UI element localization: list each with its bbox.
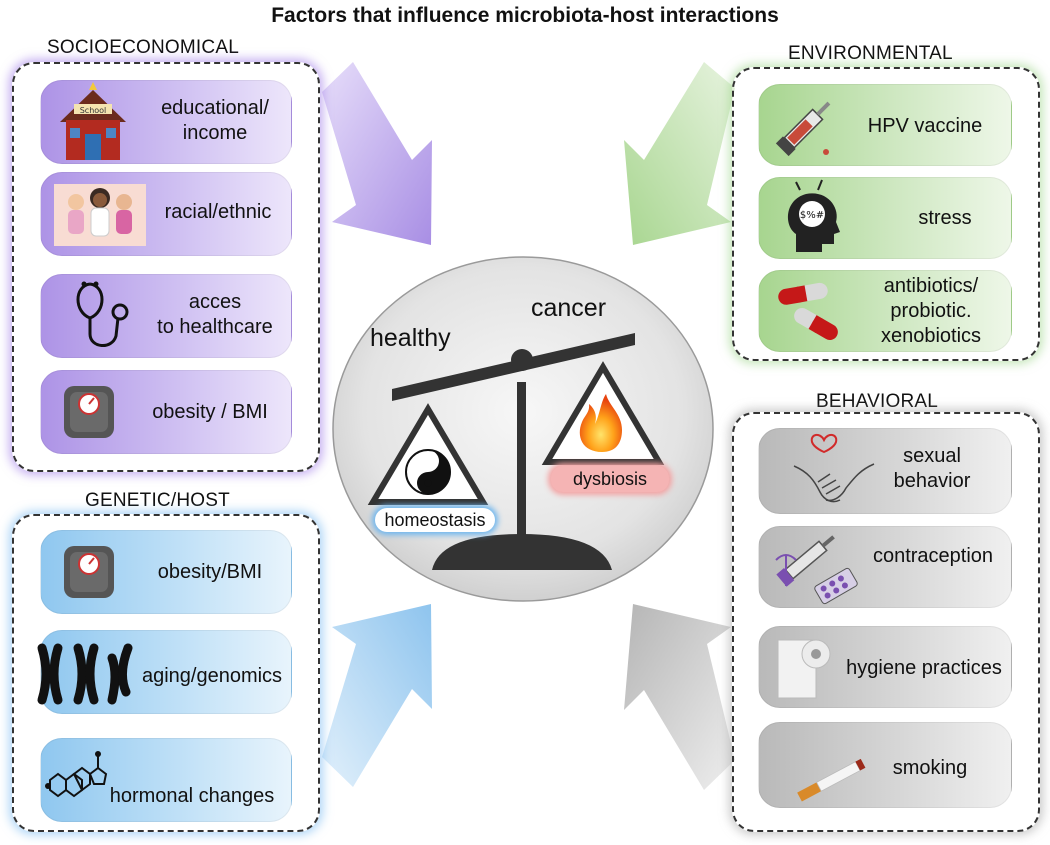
card-label-hpv-vaccine: HPV vaccine bbox=[867, 115, 983, 137]
school-icon: School bbox=[60, 82, 126, 160]
card-sexual-behavior bbox=[758, 428, 1012, 514]
card-label-aging-genomics: aging/genomics bbox=[141, 665, 283, 687]
card-label-smoking: smoking bbox=[892, 757, 968, 779]
group-socioeconomical bbox=[12, 62, 320, 472]
group-behavioral bbox=[732, 412, 1040, 832]
chromosome-icon bbox=[37, 643, 133, 705]
holding-hands-heart-icon bbox=[793, 434, 875, 503]
group-label-environmental: ENVIRONMENTAL bbox=[788, 43, 953, 64]
card-label-educational-income: educational/ income bbox=[161, 97, 269, 144]
diagram-title: Factors that influence microbiota-host i… bbox=[271, 4, 779, 27]
card-label-genetic-obesity-bmi: obesity/BMI bbox=[157, 561, 263, 583]
group-label-socioeconomical: SOCIOECONOMICAL bbox=[47, 37, 239, 58]
homeostasis-badge: homeostasis bbox=[375, 508, 495, 532]
svg-text:$%#: $%# bbox=[800, 210, 824, 221]
pills-icon bbox=[778, 282, 838, 340]
cancer-label: cancer bbox=[531, 294, 607, 322]
card-label-racial-ethnic: racial/ethnic bbox=[164, 201, 272, 223]
scale-icon bbox=[64, 546, 114, 598]
scale-pole bbox=[517, 382, 526, 542]
balance-diagram bbox=[332, 256, 714, 602]
contraception-icon bbox=[775, 535, 858, 605]
scale-beam bbox=[392, 333, 635, 401]
card-label-sexual-behavior: sexual behavior bbox=[893, 445, 971, 492]
card-label-access-healthcare: acces to healthcare bbox=[157, 291, 273, 338]
card-label-antibiotics: antibiotics/ probiotic. xenobiotics bbox=[880, 275, 982, 347]
group-label-genetic: GENETIC/HOST bbox=[85, 490, 230, 511]
fire-icon bbox=[579, 394, 622, 452]
arrow-socioeconomical bbox=[322, 62, 432, 245]
group-environmental bbox=[732, 67, 1040, 361]
card-label-stress: stress bbox=[918, 207, 972, 229]
cigarette-icon bbox=[797, 758, 866, 802]
arrow-environmental bbox=[624, 62, 735, 245]
svg-text:School: School bbox=[80, 106, 107, 115]
yin-yang-icon bbox=[405, 449, 451, 495]
scale-icon bbox=[64, 386, 114, 438]
dysbiosis-badge: dysbiosis bbox=[551, 466, 669, 492]
group-genetic bbox=[12, 514, 320, 832]
card-label-obesity-bmi: obesity / BMI bbox=[152, 401, 268, 423]
syringe-icon bbox=[775, 101, 831, 157]
stethoscope-icon bbox=[76, 281, 129, 347]
card-label-contraception: contraception bbox=[872, 545, 994, 567]
arrow-behavioral bbox=[624, 604, 735, 790]
card-label-hygiene-practices: hygiene practices bbox=[846, 657, 1002, 679]
healthy-label: healthy bbox=[370, 324, 451, 352]
people-icon bbox=[54, 184, 146, 246]
group-label-behavioral: BEHAVIORAL bbox=[816, 391, 939, 412]
scale-pivot bbox=[511, 349, 533, 371]
toilet-paper-icon bbox=[777, 639, 831, 699]
stressed-head-icon: $%# bbox=[787, 179, 840, 252]
scale-base bbox=[432, 534, 612, 570]
arrow-genetic bbox=[322, 604, 432, 787]
card-label-hormonal-changes: hormonal changes bbox=[109, 785, 275, 807]
steroid-molecule-icon bbox=[45, 751, 108, 798]
